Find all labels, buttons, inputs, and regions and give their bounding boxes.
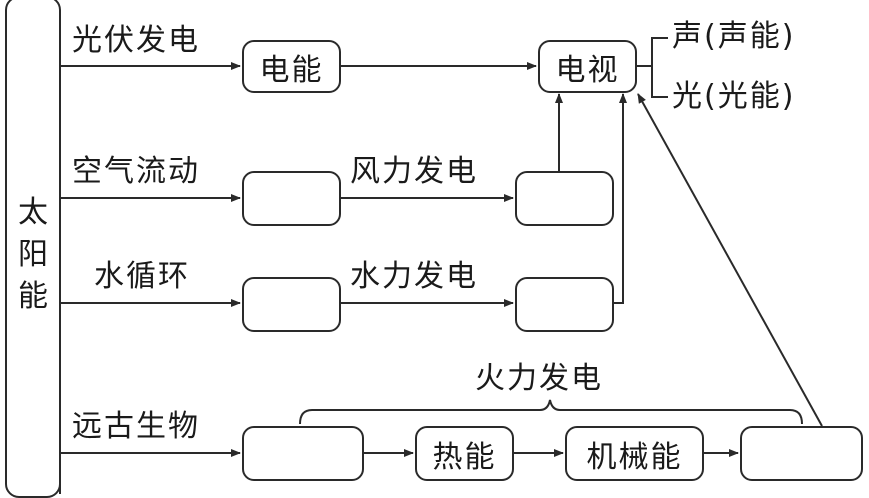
label-hydro-power: 水力发电 (350, 259, 478, 294)
thermal-brace (299, 399, 803, 425)
output-light: 光(光能) (672, 79, 796, 114)
label-fossil: 远古生物 (72, 409, 200, 444)
arrow-thermal-to-tv (637, 93, 823, 427)
label-wind-power: 风力发电 (350, 154, 478, 189)
electric-energy-box: 电能 (242, 40, 341, 93)
label-water: 水循环 (94, 259, 190, 294)
air-flow-blank-box (242, 171, 341, 226)
heat-energy-box: 热能 (415, 426, 514, 481)
mechanical-energy-box: 机械能 (565, 426, 704, 481)
wind-power-blank-box (515, 171, 614, 226)
label-thermal-power: 火力发电 (475, 361, 603, 396)
fossil-blank-box (242, 426, 364, 481)
solar-energy-label: 太 阳 能 (18, 195, 48, 314)
label-pv: 光伏发电 (72, 23, 200, 58)
label-air: 空气流动 (72, 154, 200, 189)
hydro-power-blank-box (515, 277, 614, 332)
tv-output-bracket-v (651, 37, 668, 98)
output-sound: 声(声能) (672, 19, 796, 54)
water-cycle-blank-box (242, 277, 341, 332)
tv-box: 电视 (538, 40, 637, 93)
thermal-power-blank-box (740, 426, 863, 481)
arrow-hydro-to-tv (613, 93, 627, 304)
